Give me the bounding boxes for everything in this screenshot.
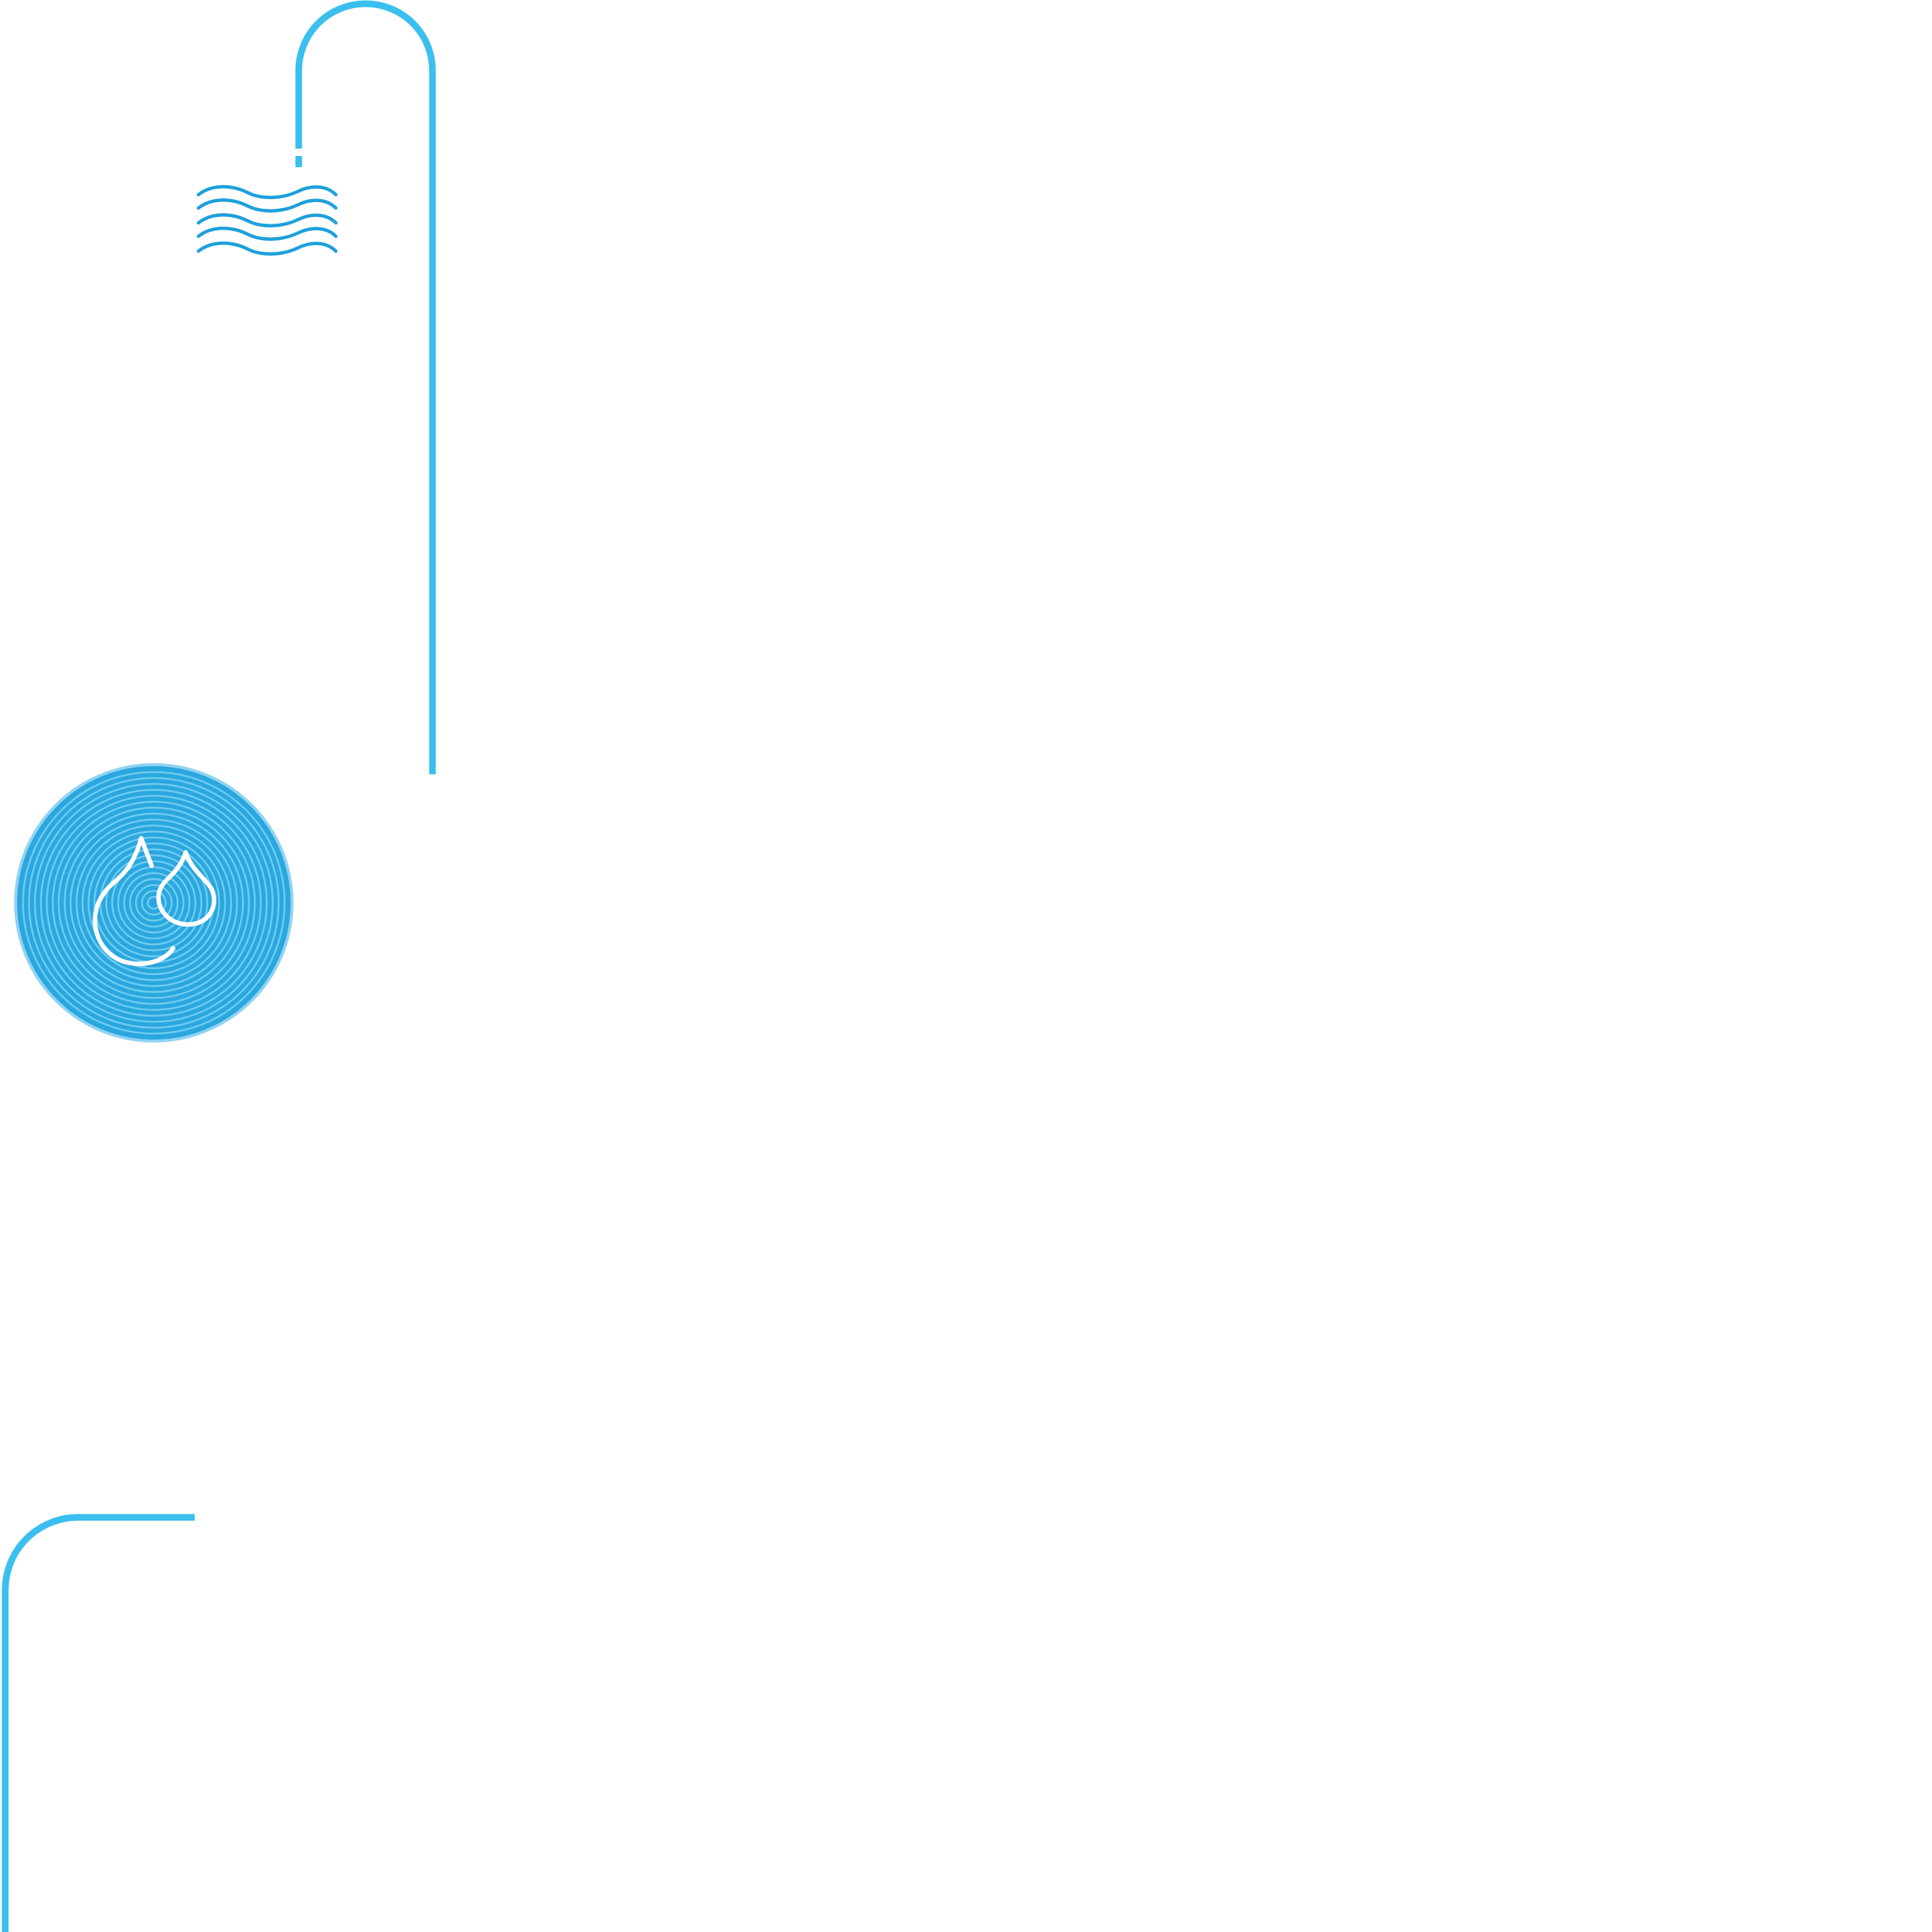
badge-ring — [140, 889, 167, 916]
water-drops-icon — [92, 836, 217, 967]
wave-line — [196, 213, 338, 227]
wave-line — [196, 227, 338, 241]
wave-line — [196, 198, 338, 213]
badge-ring — [69, 818, 239, 988]
wave-line — [196, 242, 338, 256]
badge-ring — [111, 860, 197, 946]
badge-ring — [87, 836, 221, 970]
badge-ring — [51, 800, 256, 1005]
badge-disc — [14, 763, 294, 1043]
badge-ring — [27, 777, 280, 1029]
badge-ring — [123, 872, 185, 934]
badge-ring — [117, 866, 191, 940]
water-drops-badge — [14, 763, 294, 1043]
water-waves-icon — [196, 185, 338, 256]
badge-ring — [45, 794, 262, 1011]
badge-ring — [33, 782, 274, 1023]
badge-ring — [75, 824, 233, 982]
badge-ring — [63, 812, 244, 993]
badge-ring — [39, 788, 268, 1017]
badge-ring — [57, 806, 250, 999]
badge-ring — [105, 854, 203, 952]
badge-rings — [22, 771, 286, 1035]
large-drop-icon — [92, 836, 175, 967]
bottom-corner-pipe — [1, 1514, 195, 1932]
badge-ring — [81, 830, 227, 976]
badge-ring — [129, 878, 179, 928]
badge-ring — [134, 884, 173, 922]
wave-line — [196, 185, 338, 199]
top-hook-arc — [295, 0, 436, 774]
small-drop-icon — [156, 850, 217, 927]
badge-ring — [22, 771, 286, 1035]
